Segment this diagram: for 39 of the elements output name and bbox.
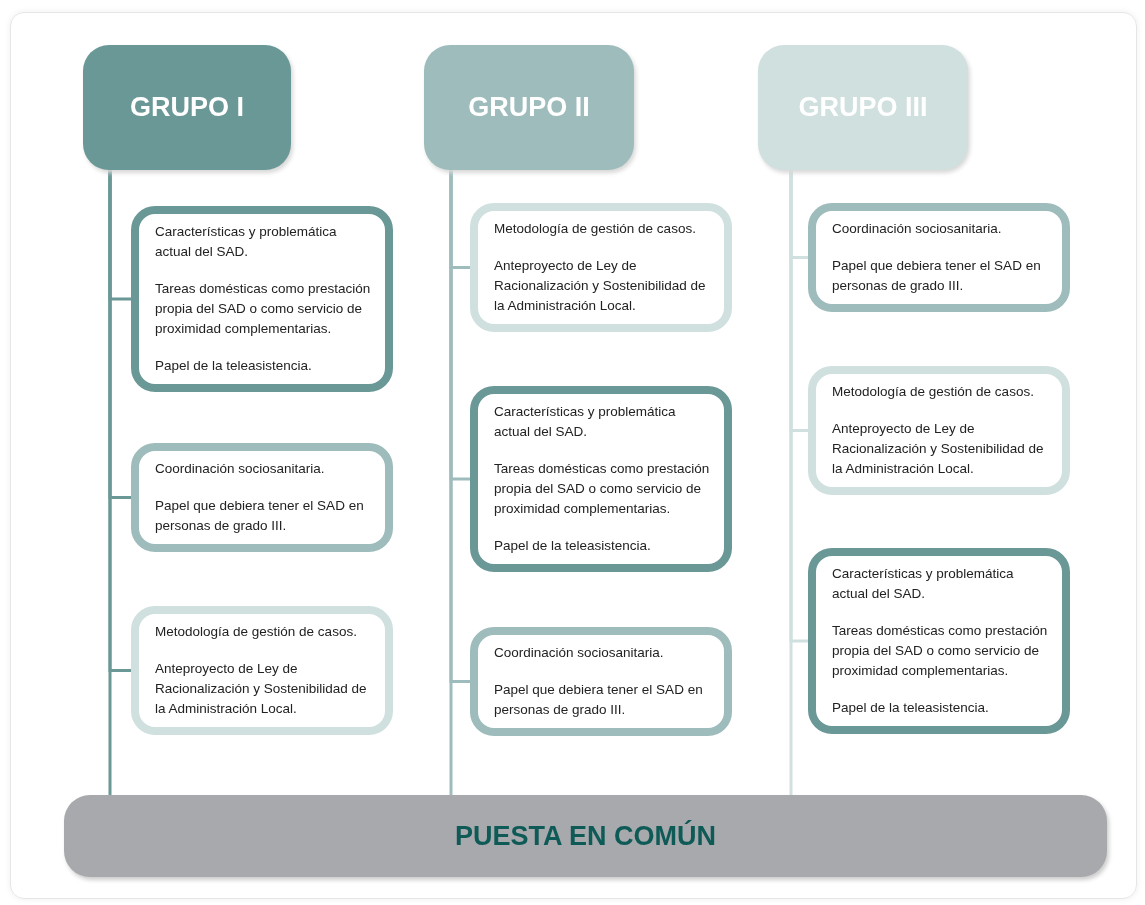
group-header-box: [758, 45, 968, 170]
topic-box: [131, 206, 393, 392]
summary-bar: [64, 795, 1107, 877]
group-header-box: [424, 45, 634, 170]
topic-text: Anteproyecto de Ley de Racionalización y Sostenibilidad de la Administración Local.: [494, 257, 707, 315]
topic-text: Metodología de gestión de casos.: [155, 623, 358, 641]
topic-text: Características y problemática actual del SAD.: [494, 403, 677, 441]
topic-text: Papel que debiera tener el SAD en personas de grado III.: [832, 257, 1042, 295]
topic-text: Tareas domésticas como prestación propia del SAD o como servicio de proximidad complementarias.: [832, 622, 1048, 680]
topic-box: [131, 606, 393, 735]
summary-title: PUESTA EN COMÚN: [455, 820, 716, 852]
group-title: GRUPO II: [468, 92, 590, 123]
topic-text: Coordinación sociosanitaria.: [155, 460, 326, 478]
topic-box: [470, 203, 732, 332]
connector-line: [108, 170, 112, 795]
topic-text: Papel que debiera tener el SAD en personas de grado III.: [155, 497, 365, 535]
group-header-box: [83, 45, 291, 170]
topic-text: Características y problemática actual del SAD.: [832, 565, 1015, 603]
connector-line: [449, 170, 453, 795]
topic-text: Anteproyecto de Ley de Racionalización y Sostenibilidad de la Administración Local.: [832, 420, 1045, 478]
topic-box: [470, 386, 732, 572]
topic-text: Tareas domésticas como prestación propia del SAD o como servicio de proximidad complementarias.: [155, 280, 371, 338]
topic-box: [808, 203, 1070, 312]
topic-box: [131, 443, 393, 552]
group-title: GRUPO I: [130, 92, 244, 123]
topic-text: Coordinación sociosanitaria.: [832, 220, 1003, 238]
topic-text: Tareas domésticas como prestación propia del SAD o como servicio de proximidad complementarias.: [494, 460, 710, 518]
topic-text: Papel que debiera tener el SAD en personas de grado III.: [494, 681, 704, 719]
topic-text: Papel de la teleasistencia.: [155, 357, 313, 375]
topic-box: [808, 548, 1070, 734]
topic-text: Anteproyecto de Ley de Racionalización y Sostenibilidad de la Administración Local.: [155, 660, 368, 718]
topic-text: Papel de la teleasistencia.: [494, 537, 652, 555]
topic-text: Papel de la teleasistencia.: [832, 699, 990, 717]
topic-box: [808, 366, 1070, 495]
topic-text: Coordinación sociosanitaria.: [494, 644, 665, 662]
topic-text: Metodología de gestión de casos.: [494, 220, 697, 238]
topic-text: Características y problemática actual del SAD.: [155, 223, 338, 261]
topic-box: [470, 627, 732, 736]
topic-text: Metodología de gestión de casos.: [832, 383, 1035, 401]
